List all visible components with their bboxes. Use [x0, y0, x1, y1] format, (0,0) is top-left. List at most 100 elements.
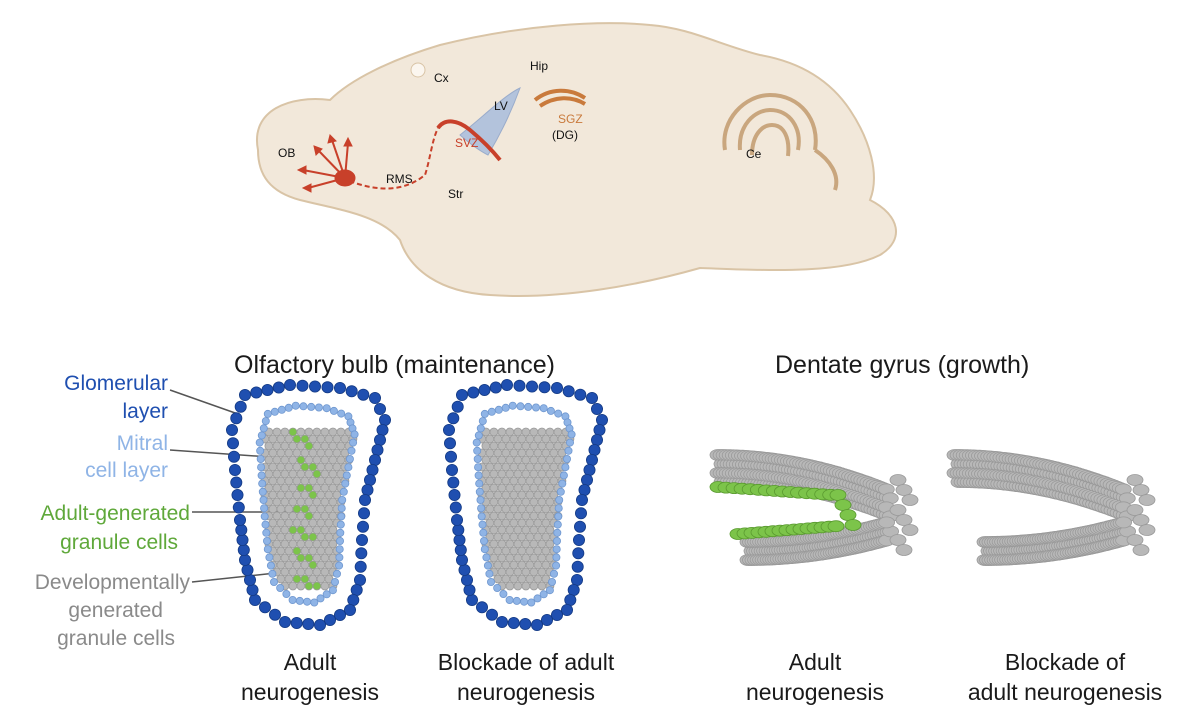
glomerulus [591, 403, 602, 414]
granule-cell [1133, 515, 1149, 526]
mitral-cell [554, 529, 561, 536]
glomerulus [452, 401, 463, 412]
mitral-cell [509, 402, 516, 409]
glomerulus [344, 604, 355, 615]
glomerulus [466, 594, 477, 605]
mitral-cell [258, 432, 265, 439]
glomerulus [377, 424, 388, 435]
glomerulus [586, 454, 597, 465]
mitral-cell [479, 418, 486, 425]
mitral-cell [256, 439, 263, 446]
mitral-cell [267, 562, 274, 569]
dentate-gyrus-adult [710, 450, 918, 566]
glomerulus [369, 454, 380, 465]
glomerulus [279, 616, 290, 627]
developmental-granule-cell [522, 582, 530, 590]
mitral-cell [271, 408, 278, 415]
glomerulus [561, 604, 572, 615]
glomerulus [358, 508, 369, 519]
adult-granule-cell [835, 500, 851, 511]
dentate-caption-right-line2: adult neurogenesis [968, 679, 1162, 705]
glomerulus [357, 521, 368, 532]
glomerulus [374, 434, 385, 445]
glomerulus [468, 387, 479, 398]
glomerulus [247, 584, 258, 595]
glomerulus [359, 494, 370, 505]
glomerulus [356, 548, 367, 559]
mitral-cell [532, 404, 539, 411]
mitral-cell [555, 410, 562, 417]
dentate-caption-left-line1: Adult [789, 649, 842, 675]
mitral-cell [258, 472, 265, 479]
glomerulus [314, 619, 325, 630]
mitral-cell [477, 496, 484, 503]
mitral-cell [474, 447, 481, 454]
mitral-cell [475, 464, 482, 471]
mitral-cell [336, 546, 343, 553]
legend-dev-line1: Developmentally [35, 571, 191, 594]
legend-dev-line2: generated [68, 599, 163, 622]
mitral-cell [568, 431, 575, 438]
mitral-cell [311, 599, 318, 606]
glomerulus [251, 387, 262, 398]
mitral-cell [329, 587, 336, 594]
mitral-cell [351, 431, 358, 438]
dentate-caption-right-line1: Blockade of [1005, 649, 1126, 675]
glomerulus [369, 392, 380, 403]
mitral-cell [540, 591, 547, 598]
glomerulus [334, 609, 345, 620]
glomerulus [444, 438, 455, 449]
mitral-cell [308, 403, 315, 410]
mitral-cell [480, 529, 487, 536]
glomerulus [354, 574, 365, 585]
dentate-title: Dentate gyrus (growth) [775, 351, 1029, 379]
mitral-cell [494, 584, 501, 591]
mitral-cell [553, 537, 560, 544]
glomerulus [443, 424, 454, 435]
granule-cell [1127, 505, 1143, 516]
mitral-cell [553, 546, 560, 553]
mitral-cell [337, 521, 344, 528]
mitral-cell [337, 529, 344, 536]
mitral-cell [269, 570, 276, 577]
mitral-cell [257, 455, 264, 462]
granule-cell [1116, 517, 1132, 528]
mitral-cell [331, 578, 338, 585]
glomerulus [490, 382, 501, 393]
glomerulus [364, 474, 375, 485]
glomerulus [461, 574, 472, 585]
mitral-cell [478, 513, 485, 520]
mitral-cell [317, 595, 324, 602]
glomerulus [508, 617, 519, 628]
label-cx: Cx [434, 71, 449, 85]
glomerulus [456, 389, 467, 400]
glomerulus [273, 382, 284, 393]
granule-cell [902, 525, 918, 536]
mitral-cell [565, 447, 572, 454]
mitral-cell [304, 598, 311, 605]
glomerulus [501, 379, 512, 390]
olfactory-bulb-blockade [443, 379, 607, 630]
developmental-granule-cell [538, 582, 546, 590]
ventricle-bump [411, 63, 425, 77]
legend-mitral-line1: Mitral [117, 432, 168, 455]
mitral-cell [562, 464, 569, 471]
glomerulus [573, 548, 584, 559]
glomerulus [262, 384, 273, 395]
label-svz: SVZ [455, 136, 478, 150]
glomerulus [226, 424, 237, 435]
mitral-cell [554, 521, 561, 528]
glomerulus [586, 392, 597, 403]
adult-granule-cell [840, 510, 856, 521]
mitral-cell [525, 403, 532, 410]
glomerulus [229, 464, 240, 475]
mitral-cell [261, 505, 268, 512]
glomerulus [236, 524, 247, 535]
mitral-cell [479, 521, 486, 528]
mitral-cell [278, 406, 285, 413]
glomerulus [238, 544, 249, 555]
mitral-cell [345, 464, 352, 471]
mitral-cell [556, 496, 563, 503]
developmental-granule-cell [297, 582, 305, 590]
